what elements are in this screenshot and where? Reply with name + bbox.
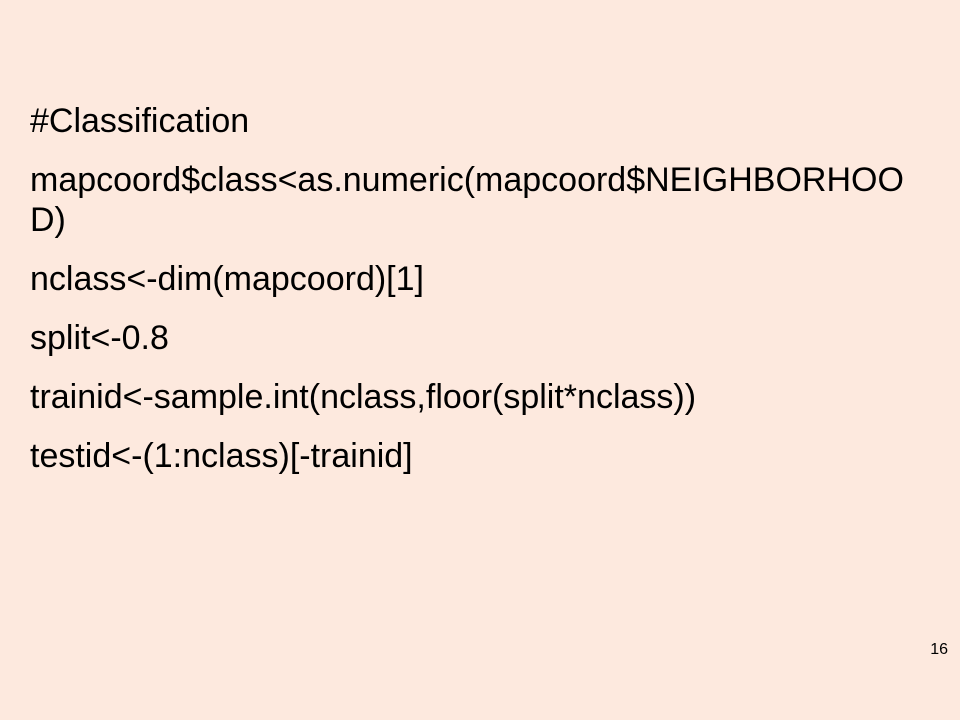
code-line-split: split<-0.8 <box>30 319 169 357</box>
code-line-testid: testid<-(1:nclass)[-trainid] <box>30 437 413 475</box>
code-line-comment: #Classification <box>30 102 250 140</box>
code-line-trainid: trainid<-sample.int(nclass,floor(split*n… <box>30 378 697 416</box>
code-line-class-assign: mapcoord$class<as.numeric(mapcoord$NEIGH… <box>30 161 904 239</box>
code-line-nclass: nclass<-dim(mapcoord)[1] <box>30 260 424 298</box>
page-number: 16 <box>930 641 948 658</box>
code-block: #Classification mapcoord$class<as.numeri… <box>30 101 930 495</box>
